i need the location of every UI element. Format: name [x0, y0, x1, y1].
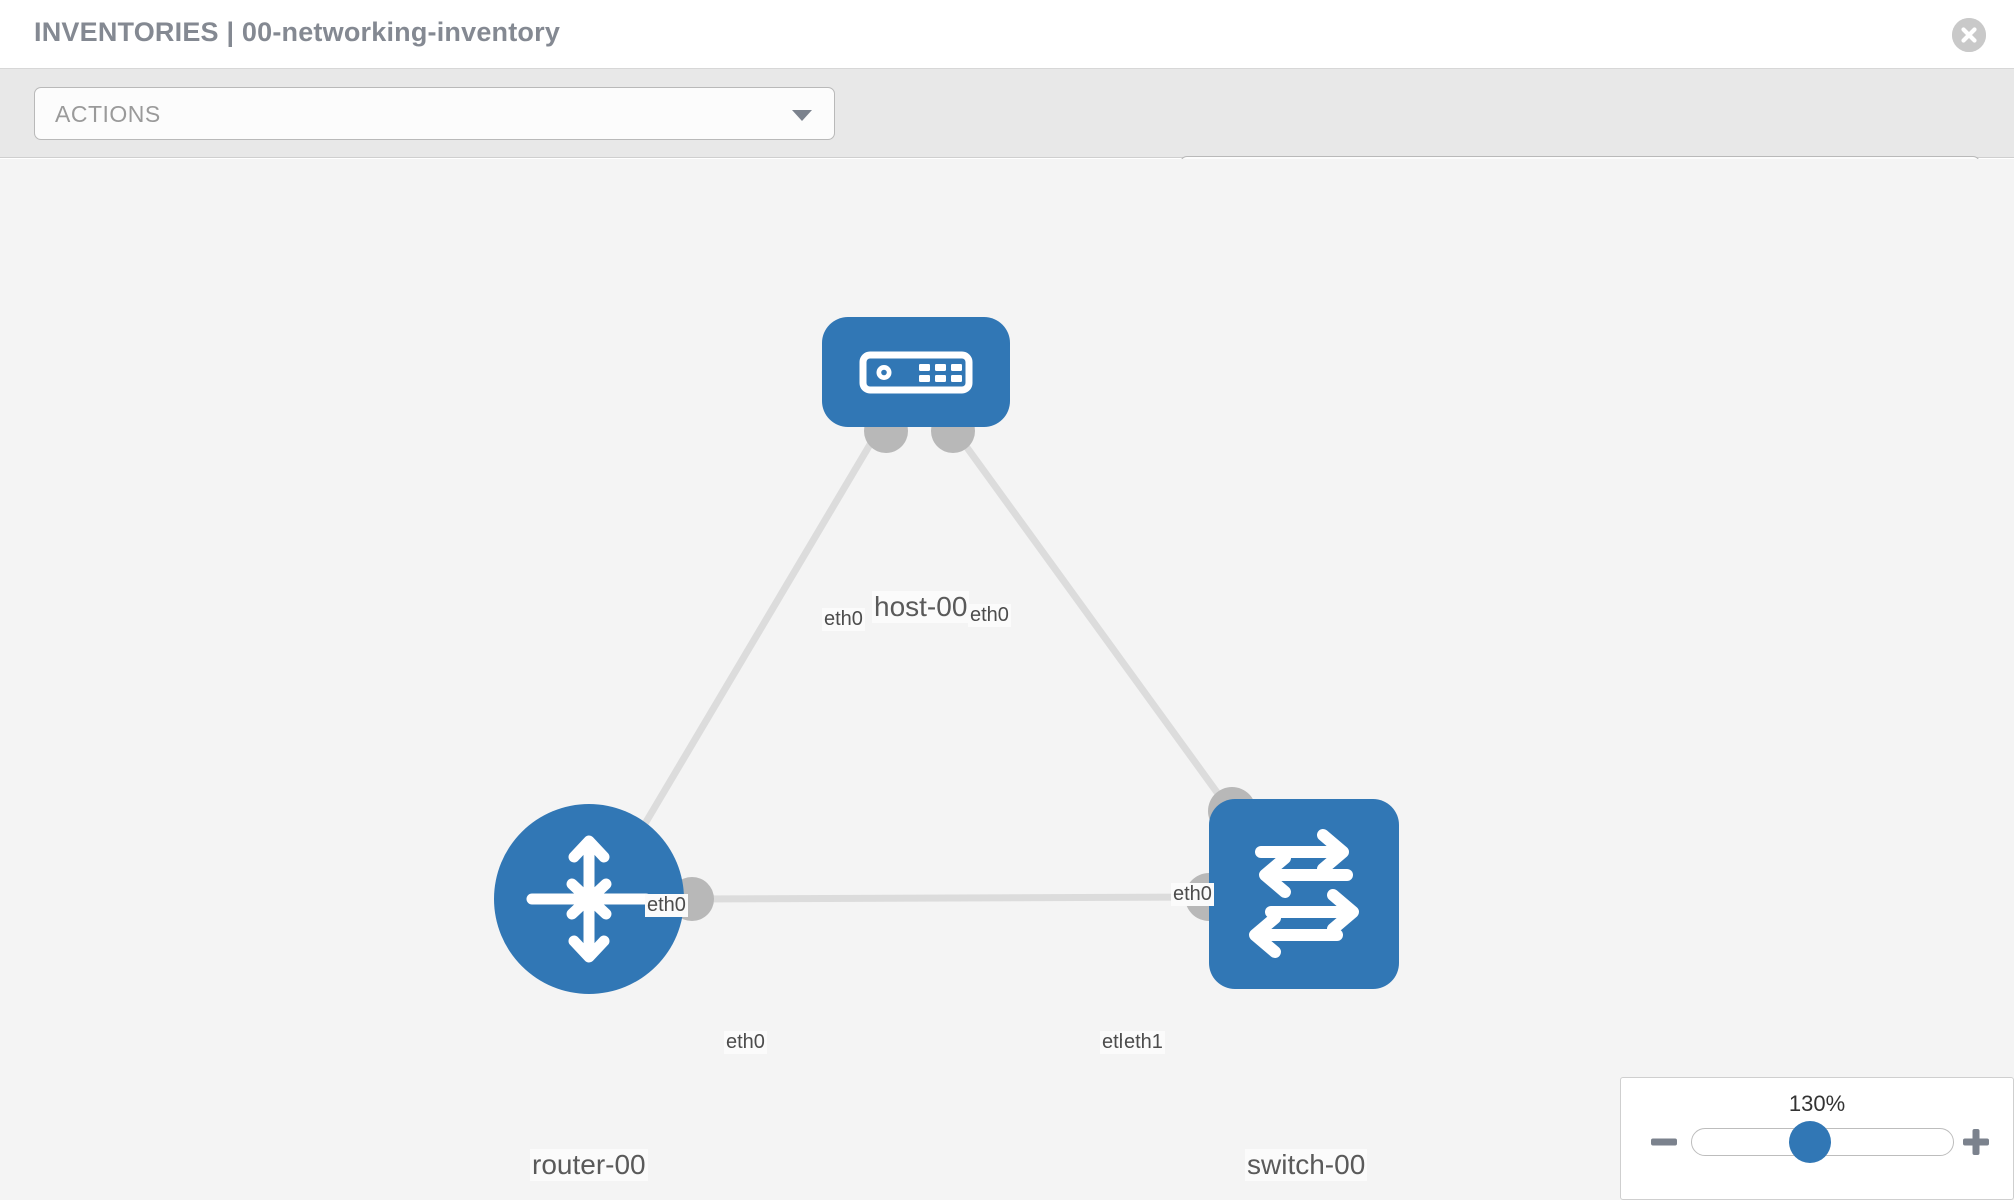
actions-dropdown-label: ACTIONS [55, 101, 161, 127]
zoom-percent-label: 130% [1788, 1091, 1846, 1116]
minus-icon[interactable] [1649, 1127, 1679, 1157]
zoom-slider-thumb[interactable] [1789, 1121, 1831, 1163]
plus-icon[interactable] [1961, 1127, 1991, 1157]
toolbar: ACTIONS SEARCH [0, 69, 2014, 209]
switch-arrows-icon [1249, 829, 1359, 958]
link-ports [670, 409, 1256, 921]
chevron-down-icon [792, 109, 812, 121]
topology-links-layer [626, 409, 1256, 921]
server-icon [859, 351, 973, 394]
link-router-switch [689, 893, 1211, 903]
page-title: INVENTORIES | 00-networking-inventory [34, 17, 561, 47]
node-router-00[interactable] [494, 804, 684, 994]
zoom-control: 130% [1620, 1077, 2014, 1200]
link-host-router [626, 429, 882, 851]
router-arrows-icon [526, 835, 652, 963]
actions-dropdown[interactable]: ACTIONS [34, 87, 835, 140]
page-header: INVENTORIES | 00-networking-inventory [0, 0, 2014, 69]
link-host-switch [952, 428, 1248, 834]
close-icon[interactable] [1952, 18, 1986, 52]
link-lines [626, 428, 1248, 903]
topology-canvas[interactable]: host-00 router-00 switch-00 eth0 eth0 et… [0, 159, 2014, 1200]
node-host-00[interactable] [822, 317, 1010, 427]
node-switch-00[interactable] [1209, 799, 1399, 989]
